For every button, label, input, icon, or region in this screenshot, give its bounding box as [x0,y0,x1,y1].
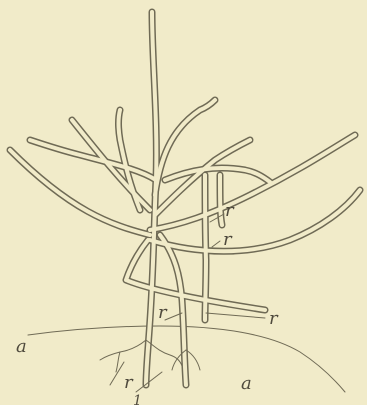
label-a-left: a [16,336,27,357]
label-a-right: a [241,373,252,394]
label-r-upper1: r [225,200,235,221]
label-r-upper2: r [223,229,233,250]
label-r-right: r [269,308,279,329]
label-r-mid: r [158,302,168,323]
label-r-bottom: r [124,372,134,393]
label-num-bottom: 1 [133,393,142,405]
